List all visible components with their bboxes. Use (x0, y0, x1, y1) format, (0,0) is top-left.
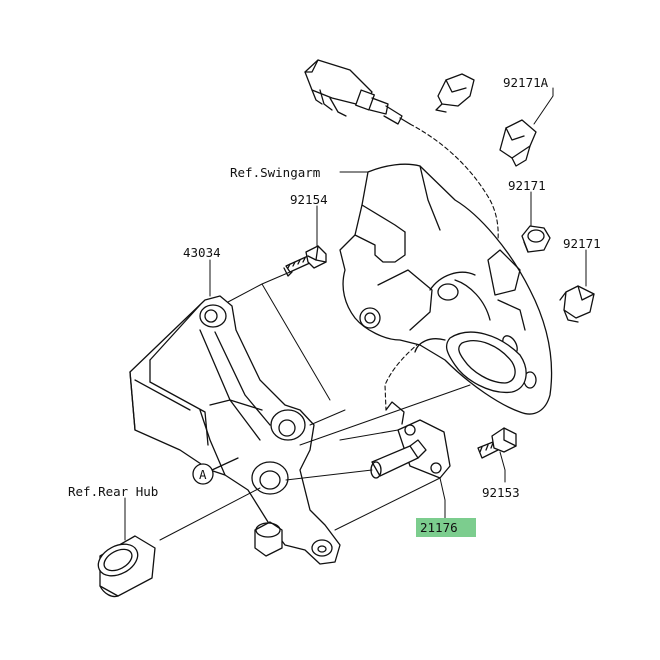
speed-sensor-21176 (370, 401, 451, 479)
clamp-92171a-b (499, 119, 537, 167)
bolt-92153 (477, 427, 517, 459)
label-92171-upper: 92171 (508, 178, 546, 193)
swingarm-part (339, 163, 553, 415)
label-92153: 92153 (482, 485, 520, 500)
label-ref-rear-hub: Ref.Rear Hub (68, 484, 158, 499)
clamp-92171-lower (559, 285, 595, 323)
label-callout-a: A (199, 467, 207, 482)
leader-lines (124, 87, 587, 541)
label-92154: 92154 (290, 192, 328, 207)
label-92171-lower: 92171 (563, 236, 601, 251)
rear-hub-collar (97, 535, 156, 598)
label-92171a: 92171A (503, 75, 549, 90)
label-ref-swingarm: Ref.Swingarm (230, 165, 320, 180)
caliper-bracket-43034 (129, 295, 341, 565)
bolt-92154 (283, 245, 327, 277)
part-highlight (416, 518, 476, 537)
clamp-92171a (435, 73, 475, 113)
clamp-92171-upper (521, 225, 551, 253)
sensor-connector (304, 59, 411, 125)
callout-a-circle (192, 463, 214, 485)
label-21176: 21176 (420, 520, 458, 535)
label-43034: 43034 (183, 245, 221, 260)
